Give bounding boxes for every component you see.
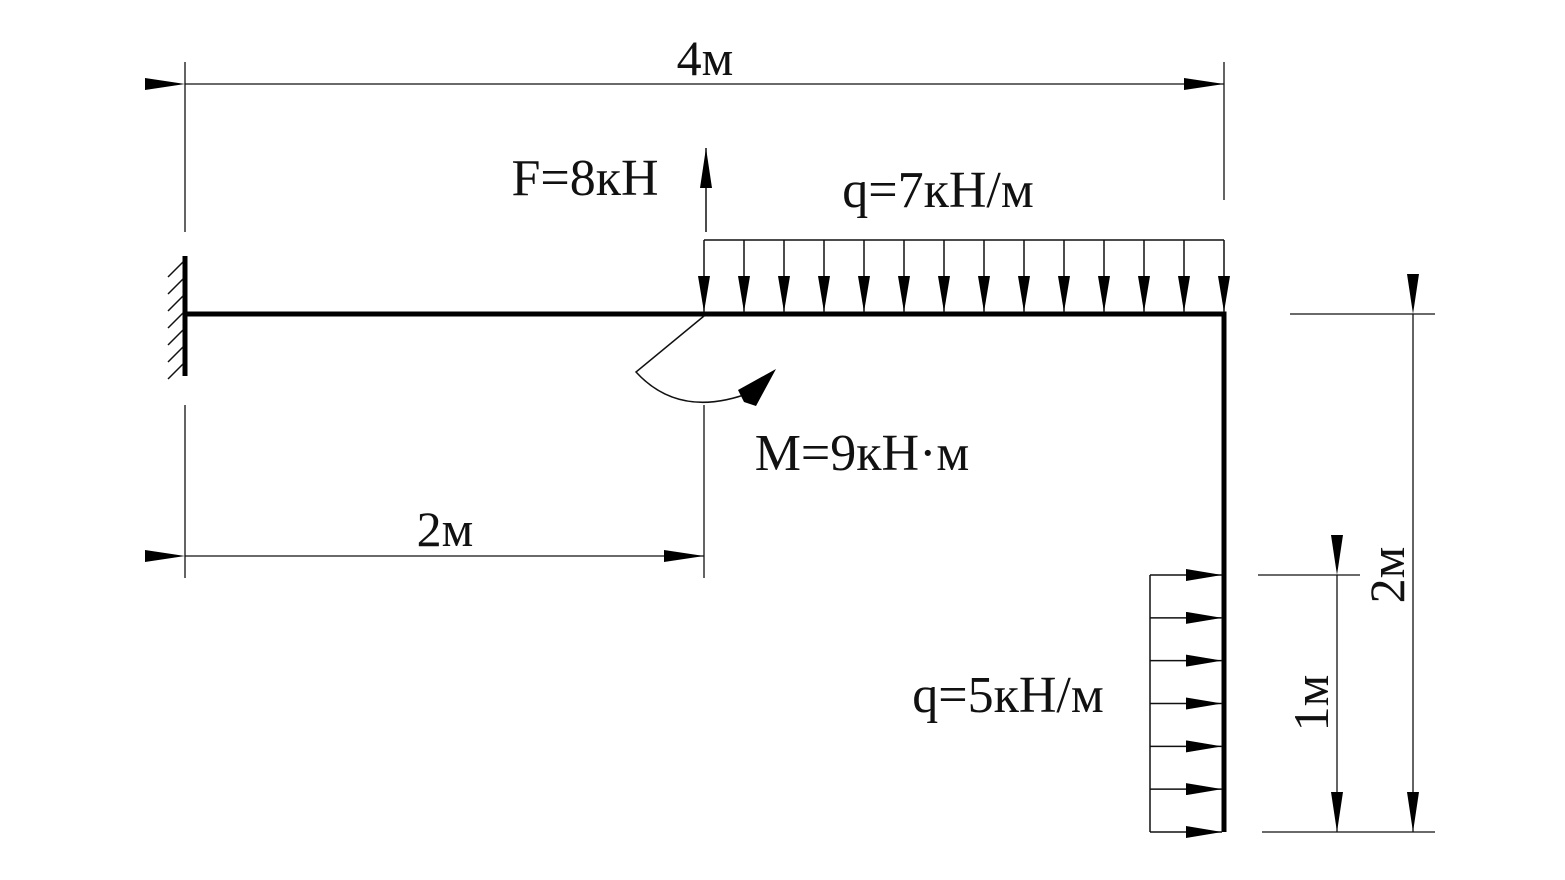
moment: M=9кН·м [634,315,970,482]
column-height-label: 2м [1359,547,1415,604]
dimension-side-load-height: 1м [1258,535,1360,832]
point-force: F=8кН [511,148,712,232]
dimension-total-length: 4м [145,30,1225,232]
force-position-label: 2м [417,501,474,557]
distributed-load-top: q=7кН/м [698,162,1230,312]
hatch-line [167,363,184,380]
moment-label: M=9кН·м [755,425,970,482]
hatch-line [167,295,184,312]
distributed-top-label: q=7кН/м [842,162,1034,219]
force-label: F=8кН [511,150,658,207]
dimension-column-height: 2м [1262,274,1435,833]
side-load-height-label: 1м [1283,675,1339,732]
distributed-side-label: q=5кН/м [912,667,1104,724]
hatch-line [167,261,184,278]
frame-beam [185,311,1227,832]
dimension-force-position: 2м [145,405,705,578]
hatch-line [167,329,184,346]
distributed-load-side: q=5кН/м [912,569,1222,838]
fixed-support [167,256,188,380]
hatch-line [167,346,184,363]
hatch-line [167,278,184,295]
hatch-line [167,312,184,329]
total-length-label: 4м [677,30,734,86]
